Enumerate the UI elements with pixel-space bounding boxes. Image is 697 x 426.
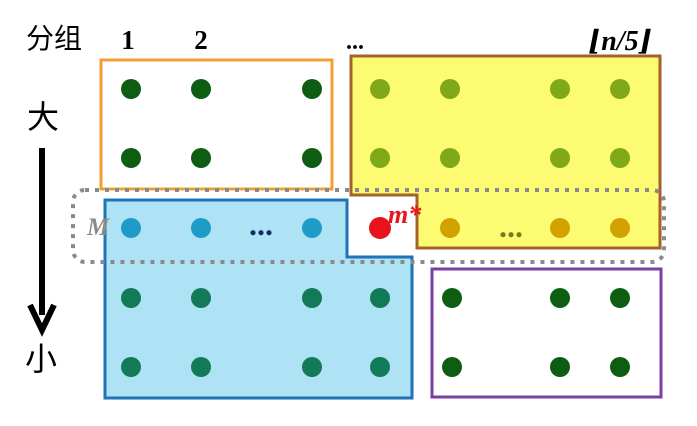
axis-bottom-label: 小: [25, 340, 57, 378]
dot: [442, 288, 462, 308]
dot: [302, 79, 322, 99]
dot: [121, 79, 141, 99]
dot: [550, 79, 570, 99]
group-label: 分组: [26, 22, 82, 55]
dot: [121, 288, 141, 308]
dot: [440, 148, 460, 168]
pivot-dot: [369, 217, 391, 239]
top-right-dots: [370, 79, 630, 168]
dot: [550, 357, 570, 377]
median-dot: [191, 218, 211, 238]
bottom-left-blue-region: [103, 198, 414, 400]
dot: [191, 79, 211, 99]
median-row-dashed-outline: [71, 188, 666, 264]
median-dot: [121, 218, 141, 238]
median-dot: [440, 218, 460, 238]
dot: [370, 79, 390, 99]
dot: [302, 357, 322, 377]
column-label-ellipsis: ...: [346, 29, 364, 55]
top-left-dots: [121, 79, 322, 168]
top-right-yellow-region: [349, 54, 662, 250]
column-label-last: ⌊n/5⌋: [588, 26, 652, 57]
bottom-right-dots: [442, 288, 630, 377]
dot: [370, 357, 390, 377]
median-row-label: M: [86, 214, 110, 241]
dot: [550, 148, 570, 168]
dot: [442, 357, 462, 377]
bottom-right-group-box: [430, 267, 663, 399]
dot: [370, 148, 390, 168]
dot: [370, 288, 390, 308]
median-dot: [550, 218, 570, 238]
median-dot: [302, 218, 322, 238]
column-label-2: 2: [194, 25, 208, 55]
median-row: [121, 217, 630, 239]
dot: [550, 288, 570, 308]
dot: [121, 357, 141, 377]
bottom-left-dots: [121, 288, 390, 377]
dot: [610, 288, 630, 308]
top-left-group-box: [99, 58, 334, 191]
dot: [302, 288, 322, 308]
dot: [610, 357, 630, 377]
column-label-1: 1: [121, 25, 135, 55]
dot: [610, 148, 630, 168]
right-ellipsis: ...: [499, 208, 523, 244]
dot: [440, 79, 460, 99]
dot: [191, 148, 211, 168]
dot: [191, 357, 211, 377]
dot: [610, 79, 630, 99]
dot: [302, 148, 322, 168]
pivot-label: m*: [388, 200, 422, 229]
dot: [121, 148, 141, 168]
median-dot: [610, 218, 630, 238]
down-arrow-icon: [27, 148, 57, 337]
left-ellipsis: ...: [249, 206, 273, 242]
axis-top-label: 大: [27, 98, 59, 136]
dot: [191, 288, 211, 308]
